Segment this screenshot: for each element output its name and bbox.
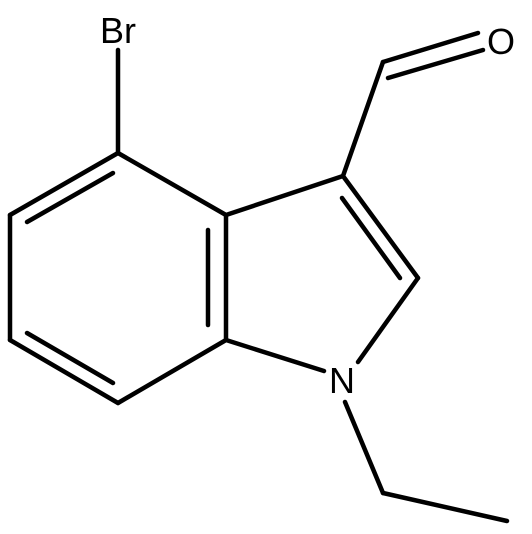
bond-cho-o xyxy=(380,30,481,65)
bond-c3a-c3 xyxy=(223,173,346,218)
bond-n1-ch2 xyxy=(342,399,386,496)
bond-n1-c7a xyxy=(223,337,327,374)
bond-c3-c2-inner xyxy=(339,195,403,281)
atom-label-br: Br xyxy=(100,10,136,51)
bond-c3a-c4 xyxy=(115,150,229,218)
bond-c6-c7-inner xyxy=(24,330,116,386)
bond-c3-c2 xyxy=(340,173,421,281)
bond-cho-o-inner xyxy=(385,47,486,81)
atom-label-o: O xyxy=(487,21,515,62)
bond-c3-cho xyxy=(340,59,386,179)
bond-c7-c7a xyxy=(115,337,229,406)
bond-ch2-ch3 xyxy=(380,490,510,524)
bond-c2-n1 xyxy=(355,275,421,365)
bond-c4-c5-inner xyxy=(24,170,116,225)
atom-label-n: N xyxy=(329,360,355,401)
bond-c6-c7 xyxy=(7,337,121,406)
bond-c4-c5 xyxy=(7,150,121,218)
